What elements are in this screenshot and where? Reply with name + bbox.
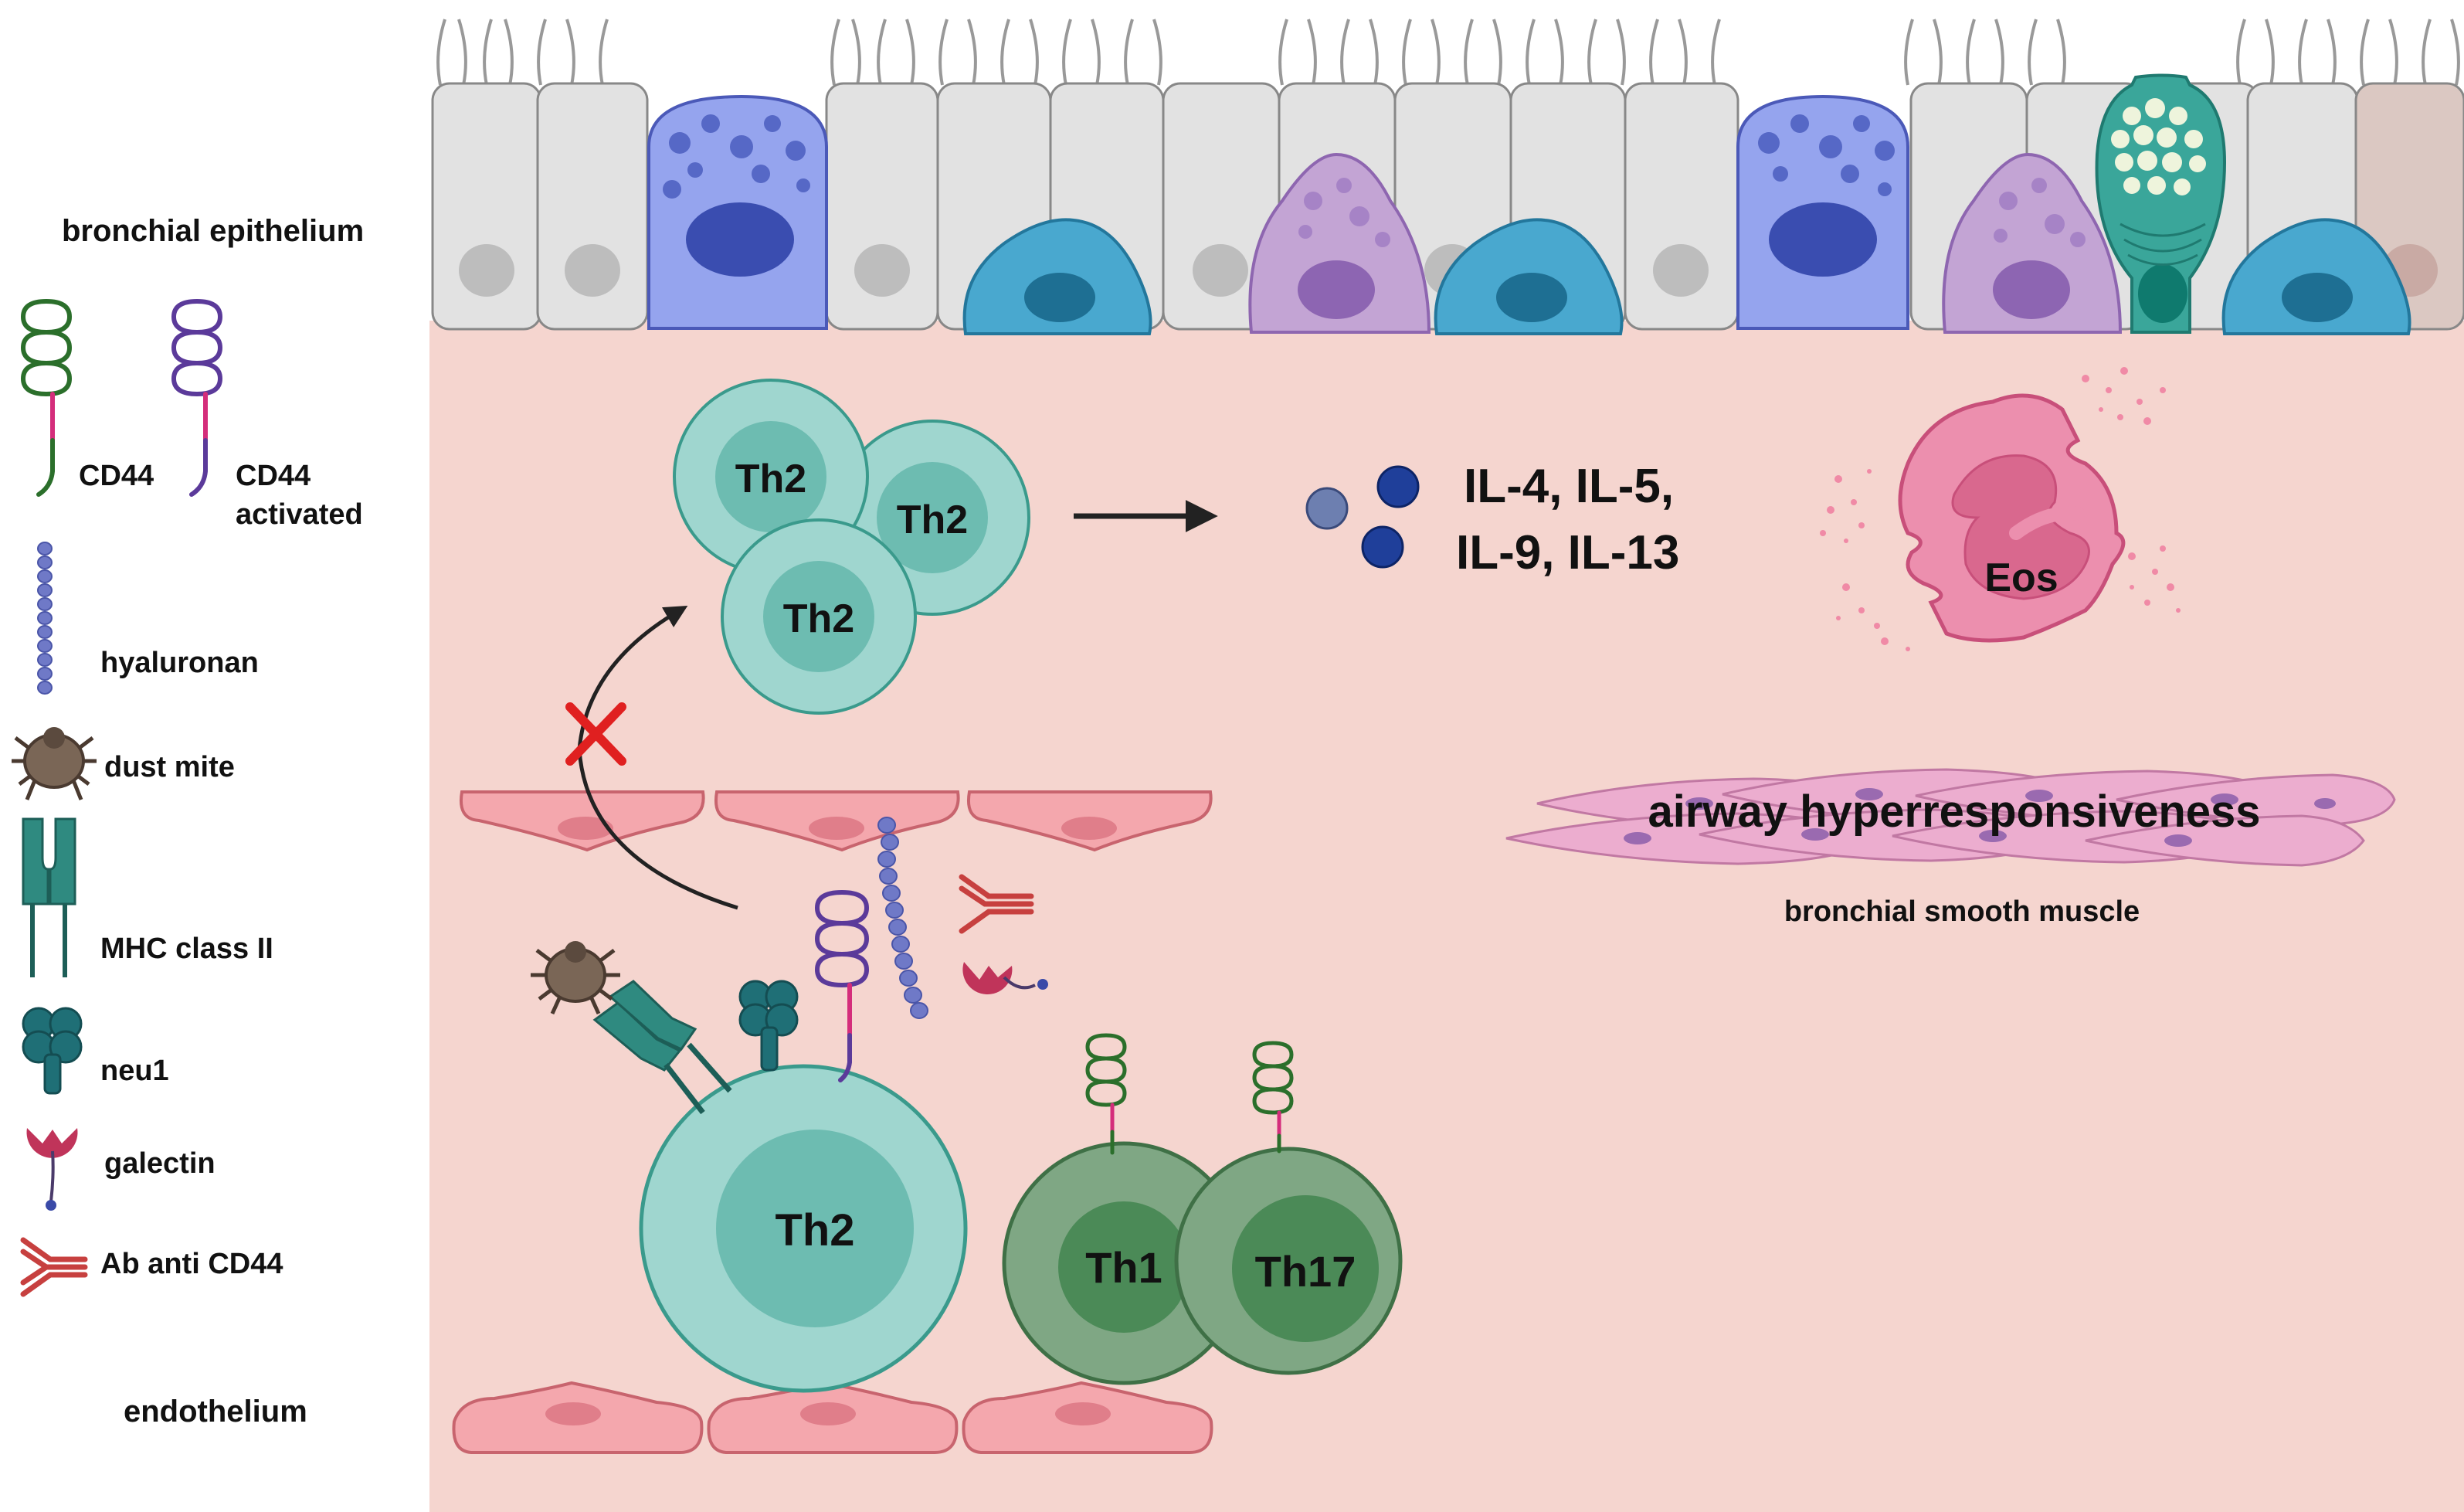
th1-label: Th1: [1085, 1243, 1162, 1292]
basal-cell-1: [962, 218, 1152, 335]
airway-hyperresponsiveness-label: airway hyperresponsiveness: [1648, 787, 2260, 837]
hyaluronan-icon: [37, 542, 53, 695]
th2-label-c: Th2: [783, 596, 854, 641]
antibody-icon: [20, 1237, 88, 1297]
bronchial-smooth-muscle-label: bronchial smooth muscle: [1784, 895, 2140, 928]
neu1-on-th2: [738, 980, 799, 1072]
galectin-icon: [26, 1128, 78, 1211]
legend-cd44-activated-line2: activated: [236, 498, 363, 531]
legend-cd44: CD44: [79, 460, 154, 492]
mhc-class-ii-icon: [22, 817, 76, 977]
smooth-muscle: [1505, 768, 2396, 867]
purple-epithelial-cell-2: [1942, 152, 2123, 334]
th2-label-a: Th2: [735, 457, 806, 501]
cd44-icon: [20, 299, 73, 497]
legend-endothelium: endothelium: [124, 1395, 307, 1429]
galectin-tissue-icon: [962, 962, 1048, 995]
eos-label: Eos: [1984, 556, 2058, 600]
secretory-cell-2: [1736, 94, 1909, 330]
hyaluronan-chain: [877, 817, 928, 1019]
th2-main-label: Th2: [775, 1205, 854, 1255]
legend-bronchial-epithelium: bronchial epithelium: [62, 214, 364, 248]
legend-neu1: neu1: [100, 1055, 169, 1087]
legend-hyaluronan: hyaluronan: [100, 647, 259, 679]
th17-cell: Th17: [1174, 1147, 1403, 1375]
upper-endothelium: [460, 790, 1213, 852]
eosinophil: Eos: [1820, 367, 2181, 651]
cd44-activated-icon: [171, 299, 223, 497]
cd44-on-th1: [1085, 1033, 1127, 1155]
antibody-tissue-icon: [959, 874, 1034, 934]
blocked-x-icon: [565, 702, 626, 766]
dust-mite-icon: [12, 727, 97, 800]
legend-ab-anti-cd44: Ab anti CD44: [100, 1248, 283, 1280]
neu1-icon: [22, 1007, 83, 1095]
legend-galectin: galectin: [104, 1147, 216, 1180]
purple-epithelial-cell-1: [1248, 152, 1431, 334]
mhc-with-antigen: [592, 980, 732, 1115]
lower-endothelium: [452, 1381, 1213, 1454]
cytokines-line2: IL-9, IL-13: [1456, 526, 1679, 579]
cd44-on-th17: [1252, 1041, 1294, 1154]
cd44-activated-on-th2: [814, 890, 870, 1082]
basal-cell-2: [1434, 218, 1624, 335]
cytokines-line1: IL-4, IL-5,: [1464, 460, 1674, 513]
cilia: [436, 19, 2460, 86]
legend-cd44-activated-line1: CD44: [236, 460, 311, 492]
goblet-cell: [2095, 73, 2227, 334]
legend: bronchial epithelium CD44 CD44 activated…: [12, 214, 364, 1429]
bronchial-epithelium: [431, 19, 2464, 335]
smooth-muscle-nuclei: [1624, 788, 2336, 847]
basal-cell-3: [2221, 218, 2411, 335]
dust-mite-on-mhc: [531, 941, 620, 1015]
secretory-cell-1: [647, 94, 828, 330]
th2-label-b: Th2: [897, 498, 968, 542]
legend-mhc-class-ii: MHC class II: [100, 933, 273, 965]
th2-main-cell: Th2: [639, 1064, 968, 1393]
legend-dust-mite: dust mite: [104, 751, 235, 783]
th17-label: Th17: [1255, 1247, 1356, 1296]
cytokine-dots: [1305, 465, 1420, 569]
th2-cluster: Th2 Th2 Th2: [673, 379, 1030, 715]
